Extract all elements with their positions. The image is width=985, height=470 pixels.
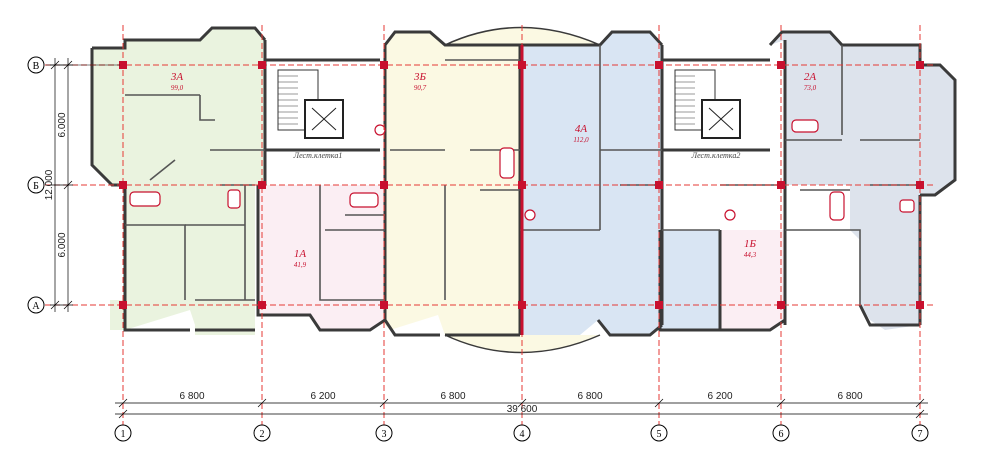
axis-lines	[45, 25, 935, 425]
zone-4a	[520, 32, 662, 335]
dim-h-2: 6 200	[310, 391, 335, 402]
dim-v-total: 12.000	[44, 169, 55, 200]
horizontal-dim-texts: 6 800 6 200 6 800 6 800 6 200 6 800 39 6…	[179, 391, 862, 415]
dim-h-6: 6 800	[837, 391, 862, 402]
apt-4a-area: 112,0	[573, 136, 589, 144]
axis-4-label: 4	[520, 429, 525, 440]
apt-1a-id: 1А	[294, 248, 307, 260]
axis-2-label: 2	[260, 429, 265, 440]
apt-4a-id: 4А	[575, 123, 588, 135]
apt-3b-area: 90,7	[414, 84, 427, 92]
stair-2-label: Лест.клетка2	[691, 151, 741, 160]
axis-v-label: В	[33, 61, 40, 72]
letter-axes: В Б А	[27, 56, 120, 314]
apt-3a-id: 3А	[170, 71, 184, 83]
dim-v-top: 6.000	[57, 112, 68, 137]
dim-h-5: 6 200	[707, 391, 732, 402]
axis-1-label: 1	[121, 429, 126, 440]
zone-1a	[258, 185, 385, 330]
apt-1b-id: 1Б	[744, 238, 757, 250]
apt-3b-id: 3Б	[413, 71, 427, 83]
axis-3-label: 3	[382, 429, 387, 440]
apt-1a-area: 41,9	[294, 261, 307, 269]
axis-5-label: 5	[657, 429, 662, 440]
fixtures	[129, 119, 915, 221]
dim-h-1: 6 800	[179, 391, 204, 402]
number-axes: 1 2 3 4 5 6 7	[114, 424, 929, 442]
stair-2	[674, 69, 741, 139]
dim-v-bottom: 6.000	[57, 232, 68, 257]
columns	[119, 61, 924, 309]
stair-1	[277, 69, 344, 139]
apt-3a-area: 99,0	[171, 84, 184, 92]
vertical-dimensions	[50, 58, 73, 312]
axis-a-label: А	[32, 301, 40, 312]
stair-1-label: Лест.клетка1	[293, 151, 343, 160]
dim-h-3: 6 800	[440, 391, 465, 402]
axis-6-label: 6	[779, 429, 784, 440]
horizontal-dimensions	[115, 398, 928, 419]
apartment-labels: 3А 99,0 3Б 90,7 4А 112,0 2А 73,0 1А 41,9…	[170, 71, 817, 269]
axis-7-label: 7	[918, 429, 923, 440]
dim-h-total: 39 600	[507, 404, 538, 415]
zone-3a	[92, 28, 265, 330]
zone-2a-lower	[660, 230, 720, 330]
zone-2a	[770, 32, 955, 330]
apt-1b-area: 44,3	[744, 251, 757, 259]
apt-2a-area: 73,0	[804, 84, 817, 92]
zone-3b	[380, 32, 520, 335]
dim-h-4: 6 800	[577, 391, 602, 402]
axis-b-label: Б	[33, 181, 39, 192]
apt-2a-id: 2А	[804, 71, 817, 83]
